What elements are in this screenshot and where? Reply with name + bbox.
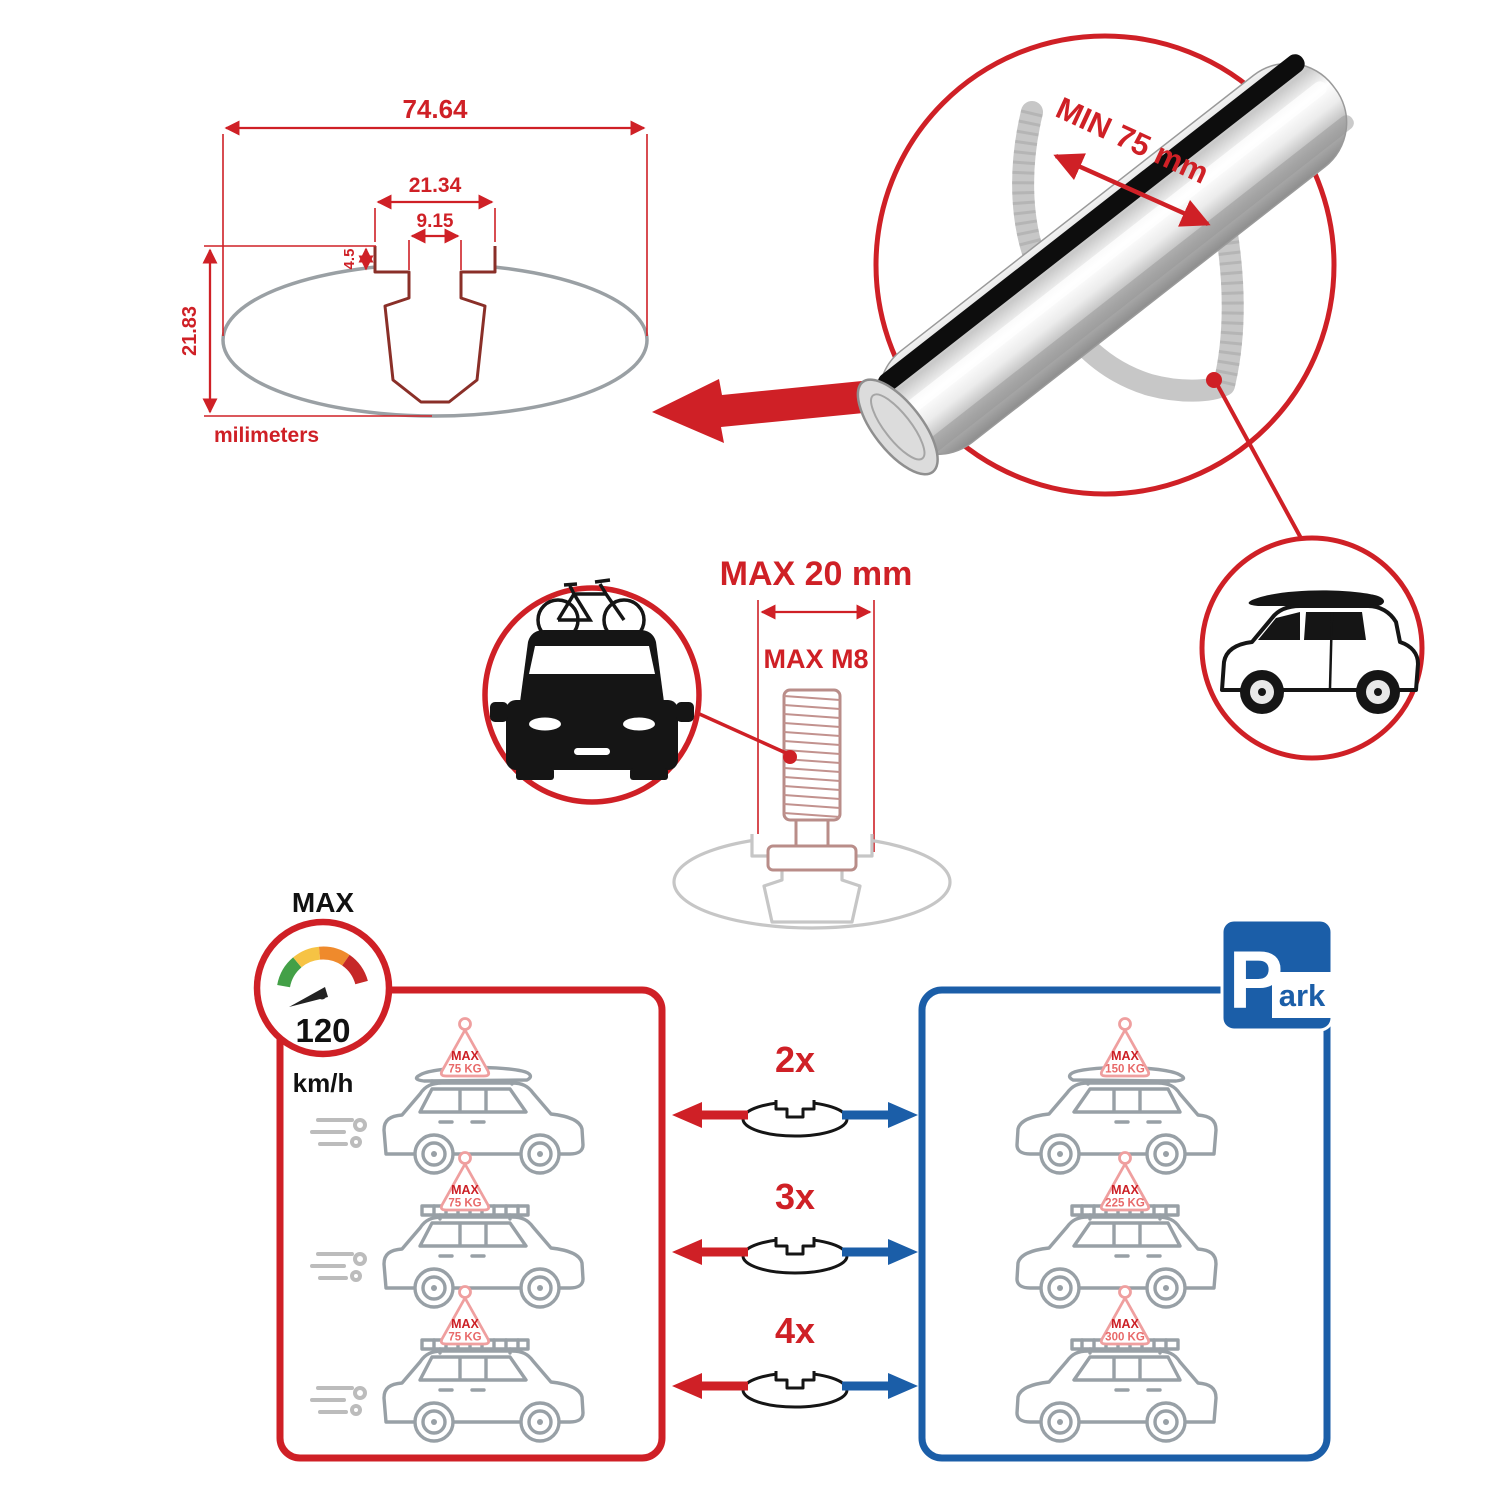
load-badge: MAX 75 KG: [439, 1017, 491, 1078]
badge-weight-label: 225 KG: [1105, 1198, 1145, 1210]
crossbar-profile-icon: [741, 1098, 849, 1138]
speed-limit-gauge: MAX 120 km/h: [253, 887, 393, 1098]
arrow-to-parking: [842, 1373, 918, 1399]
bar-end-cap: [856, 378, 939, 476]
gauge-arc: [277, 946, 368, 988]
load-badge: MAX 150 KG: [1099, 1017, 1151, 1078]
badge-weight-label: 75 KG: [448, 1064, 481, 1076]
car-row-parking-3: MAX 300 KG: [1017, 1285, 1216, 1442]
crossbar-photo-circle: MIN 75 mm: [856, 33, 1354, 497]
t-slot-profile: [373, 246, 497, 404]
dim-slot-inner-label: 9.15: [417, 211, 454, 232]
badge-max-label: MAX: [451, 1049, 479, 1063]
badge-max-label: MAX: [1111, 1183, 1139, 1197]
badge-max-label: MAX: [1111, 1317, 1139, 1331]
park-sign: P ark: [1220, 918, 1334, 1032]
arrow-to-driving: [672, 1102, 748, 1128]
load-badge: MAX 300 KG: [1099, 1285, 1151, 1346]
pointer-arrow: [652, 379, 874, 443]
car-row-driving-1: MAX 75 KG: [310, 1017, 583, 1174]
max-width-label: MAX 20 mm: [720, 555, 913, 593]
badge-weight-label: 75 KG: [448, 1332, 481, 1344]
badge-weight-label: 150 KG: [1105, 1064, 1145, 1076]
callout-line: [1216, 385, 1304, 541]
bolt-callout-dot: [783, 750, 797, 764]
car-front-circle: [482, 578, 702, 805]
speed-value: 120: [295, 1012, 350, 1049]
dim-total-height-label: 21.83: [179, 306, 201, 356]
dim-units-label: milimeters: [214, 424, 319, 447]
dim-lip-depth-label: 4.5: [341, 249, 358, 270]
bolt-callout-line: [694, 710, 787, 755]
arrow-to-parking: [842, 1239, 918, 1265]
callout-dot: [1206, 372, 1222, 388]
qty-row-2: 3x: [672, 1176, 918, 1275]
arrow-to-driving: [672, 1373, 748, 1399]
badge-weight-label: 75 KG: [448, 1198, 481, 1210]
speed-units: km/h: [293, 1068, 354, 1098]
car-row-driving-3: MAX 75 KG: [310, 1285, 583, 1442]
park-sign-ark: ark: [1279, 978, 1326, 1013]
qty-label: 3x: [775, 1176, 815, 1217]
car-row-parking-2: MAX 225 KG: [1017, 1151, 1216, 1308]
qty-row-1: 2x: [672, 1039, 918, 1138]
load-badge: MAX 225 KG: [1099, 1151, 1151, 1212]
arrow-to-driving: [672, 1239, 748, 1265]
suv-roofbox-icon: [1220, 590, 1420, 714]
park-sign-patch: [1272, 972, 1332, 1018]
badge-max-label: MAX: [451, 1317, 479, 1331]
crossbar-cross-section-diagram: 74.64 21.34 9.15 4.5 21.83 milimeters: [179, 94, 649, 447]
bolt-diagram: MAX 20 mm MAX M8: [482, 555, 952, 930]
dim-total-width-label: 74.64: [402, 94, 468, 124]
dim-slot-outer-label: 21.34: [409, 174, 462, 197]
car-front-icon: [490, 630, 694, 780]
bolt-icon: [766, 688, 858, 872]
qty-row-3: 4x: [672, 1310, 918, 1409]
qty-label: 2x: [775, 1039, 815, 1080]
badge-max-label: MAX: [1111, 1049, 1139, 1063]
car-row-driving-2: MAX 75 KG: [310, 1151, 583, 1308]
crossbar-profile-icon: [741, 1235, 849, 1275]
load-badge: MAX 75 KG: [439, 1285, 491, 1346]
crossbar-profile-icon: [741, 1369, 849, 1409]
gauge-needle: [289, 987, 328, 1007]
suv-roofbox-circle: [1199, 535, 1425, 761]
load-badge: MAX 75 KG: [439, 1151, 491, 1212]
arrow-to-parking: [842, 1102, 918, 1128]
qty-label: 4x: [775, 1310, 815, 1351]
badge-max-label: MAX: [451, 1183, 479, 1197]
min-span-arrow: [1053, 153, 1211, 227]
car-row-parking-1: MAX 150 KG: [1017, 1017, 1216, 1174]
gauge-circle: [253, 918, 393, 1058]
badge-weight-label: 300 KG: [1105, 1332, 1145, 1344]
max-thread-label: MAX M8: [763, 644, 868, 674]
speed-max-label: MAX: [292, 887, 355, 918]
